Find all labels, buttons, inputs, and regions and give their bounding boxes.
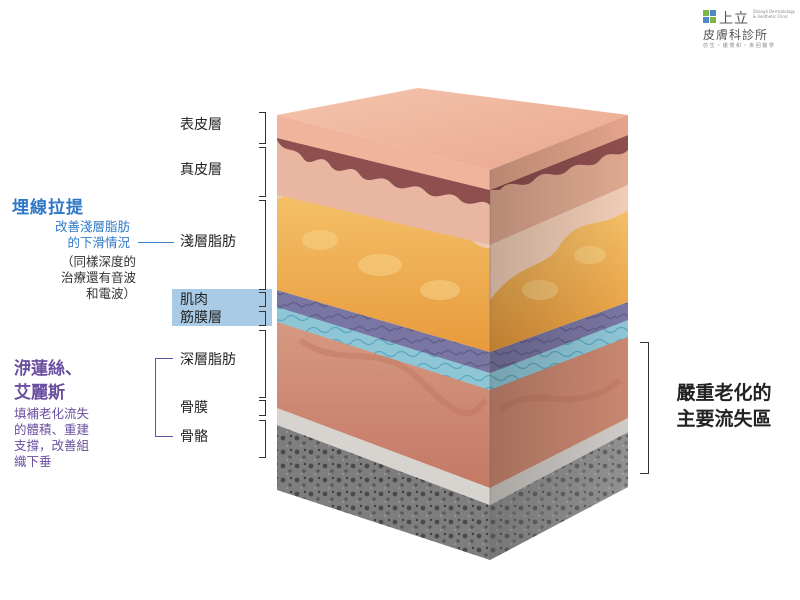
loss-zone-label: 嚴重老化的 主要流失區 xyxy=(664,380,784,432)
thread-lift-note-line: 和電波） xyxy=(85,286,136,301)
loss-zone-line: 主要流失區 xyxy=(676,408,772,430)
fillers-connector-bottom xyxy=(155,436,173,437)
fillers-connector-top xyxy=(155,358,173,359)
logo-name-sub: 皮膚科診所 xyxy=(703,28,769,42)
thread-lift-desc-line: 改善淺層脂肪 xyxy=(54,219,130,234)
loss-zone-line: 嚴重老化的 xyxy=(676,382,772,404)
fillers-desc-line: 織下垂 xyxy=(14,454,52,469)
thread-lift-title: 埋線拉提 xyxy=(12,198,84,218)
bracket-superficial-fat xyxy=(259,200,266,290)
muscle-fascia-highlight xyxy=(172,289,272,326)
label-epidermis: 表皮層 xyxy=(180,117,222,133)
bracket-epidermis xyxy=(259,112,266,144)
label-fascia: 筋膜層 xyxy=(180,310,222,326)
thread-lift-note: （同樣深度的 治療還有音波 和電波） xyxy=(38,254,136,302)
bracket-dermis xyxy=(259,147,266,197)
thread-lift-note-line: （同樣深度的 xyxy=(60,254,136,269)
thread-lift-desc: 改善淺層脂肪 的下滑情況 xyxy=(32,219,130,251)
logo-name: 上立 xyxy=(719,11,749,27)
logo-mark-icon xyxy=(703,10,717,24)
thread-lift-desc-line: 的下滑情況 xyxy=(67,235,130,250)
clinic-logo: 上立 Shangli Dermatology & Aesthetic Clini… xyxy=(703,8,798,49)
bracket-deep-fat xyxy=(259,330,266,398)
fillers-title-line: 艾麗斯 xyxy=(14,383,65,403)
fillers-desc-line: 填補老化流失 xyxy=(14,406,90,421)
bracket-periosteum xyxy=(259,400,266,416)
bracket-fascia xyxy=(259,311,266,326)
label-deep-fat: 深層脂肪 xyxy=(180,352,236,368)
label-periosteum: 骨膜 xyxy=(180,400,208,416)
logo-english: Shangli Dermatology & Aesthetic Clinic xyxy=(753,9,796,19)
label-bone: 骨骼 xyxy=(180,429,208,445)
label-superficial-fat: 淺層脂肪 xyxy=(180,234,236,250)
fillers-title: 洢蓮絲、 艾麗斯 xyxy=(14,357,144,405)
fillers-title-line: 洢蓮絲、 xyxy=(14,359,82,379)
logo-tagline: 仿 生 ・ 緩 慢 和 ・ 漸 回 醫 學 xyxy=(703,43,774,49)
label-dermis: 真皮層 xyxy=(180,162,222,178)
loss-zone-bracket xyxy=(640,342,649,474)
fillers-desc-line: 的體積、重建 xyxy=(14,422,90,437)
fillers-desc-line: 支撐，改善組 xyxy=(14,438,90,453)
bracket-muscle xyxy=(259,292,266,307)
fillers-connector-vertical xyxy=(155,358,156,436)
thread-lift-connector xyxy=(138,242,174,243)
fillers-desc: 填補老化流失 的體積、重建 支撐，改善組 織下垂 xyxy=(14,406,144,470)
thread-lift-note-line: 治療還有音波 xyxy=(60,270,136,285)
bracket-bone xyxy=(259,420,266,458)
label-muscle: 肌肉 xyxy=(180,292,208,308)
